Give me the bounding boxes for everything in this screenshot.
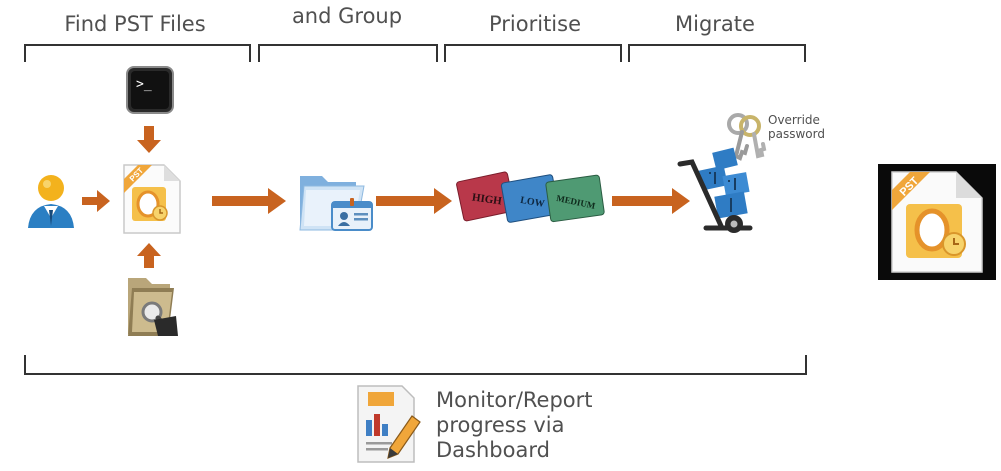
- card-high-label: HIGH: [471, 192, 503, 208]
- override-note-line1: Override: [768, 113, 820, 127]
- folder-contact-icon: [299, 176, 373, 231]
- stage-label-find: Find PST Files: [64, 12, 206, 36]
- report-icon: [357, 385, 421, 463]
- terminal-icon: >_: [126, 66, 174, 114]
- bracket-prioritise: [444, 44, 622, 62]
- monitor-line3: Dashboard: [436, 438, 550, 462]
- monitor-line2: progress via: [436, 413, 565, 437]
- arrow-group-to-cards: [376, 188, 452, 214]
- priority-cards-icon: HIGH LOW MEDIUM: [456, 171, 605, 223]
- svg-text:>_: >_: [136, 77, 152, 92]
- stage-label-prioritise: Prioritise: [488, 12, 581, 36]
- arrow-folder-up: [137, 243, 161, 268]
- override-password-note: Override password: [768, 113, 825, 141]
- stage-label-group: and Group: [291, 4, 403, 28]
- keys-icon: [727, 113, 767, 161]
- user-icon: [28, 175, 74, 228]
- arrow-pst-to-group: [212, 188, 286, 214]
- pst-file-large-icon: PST: [878, 164, 996, 280]
- arrow-cards-to-truck: [612, 188, 690, 214]
- card-medium: [545, 174, 605, 223]
- monitor-report-text: Monitor/Report progress via Dashboard: [436, 388, 636, 463]
- bracket-bottom: [24, 355, 807, 375]
- hand-truck-icon: [677, 147, 753, 233]
- bracket-group: [258, 44, 438, 62]
- monitor-line1: Monitor/Report: [436, 388, 593, 412]
- outlook-pst-icon: PST: [123, 164, 181, 234]
- override-note-line2: password: [768, 127, 825, 141]
- bracket-migrate: [628, 44, 806, 62]
- bracket-find: [24, 44, 251, 62]
- arrow-user-to-pst: [82, 190, 110, 212]
- card-low-label: LOW: [519, 195, 545, 210]
- stage-label-migrate: Migrate: [675, 12, 755, 36]
- folder-search-icon: [128, 278, 178, 336]
- arrow-terminal-down: [137, 126, 161, 153]
